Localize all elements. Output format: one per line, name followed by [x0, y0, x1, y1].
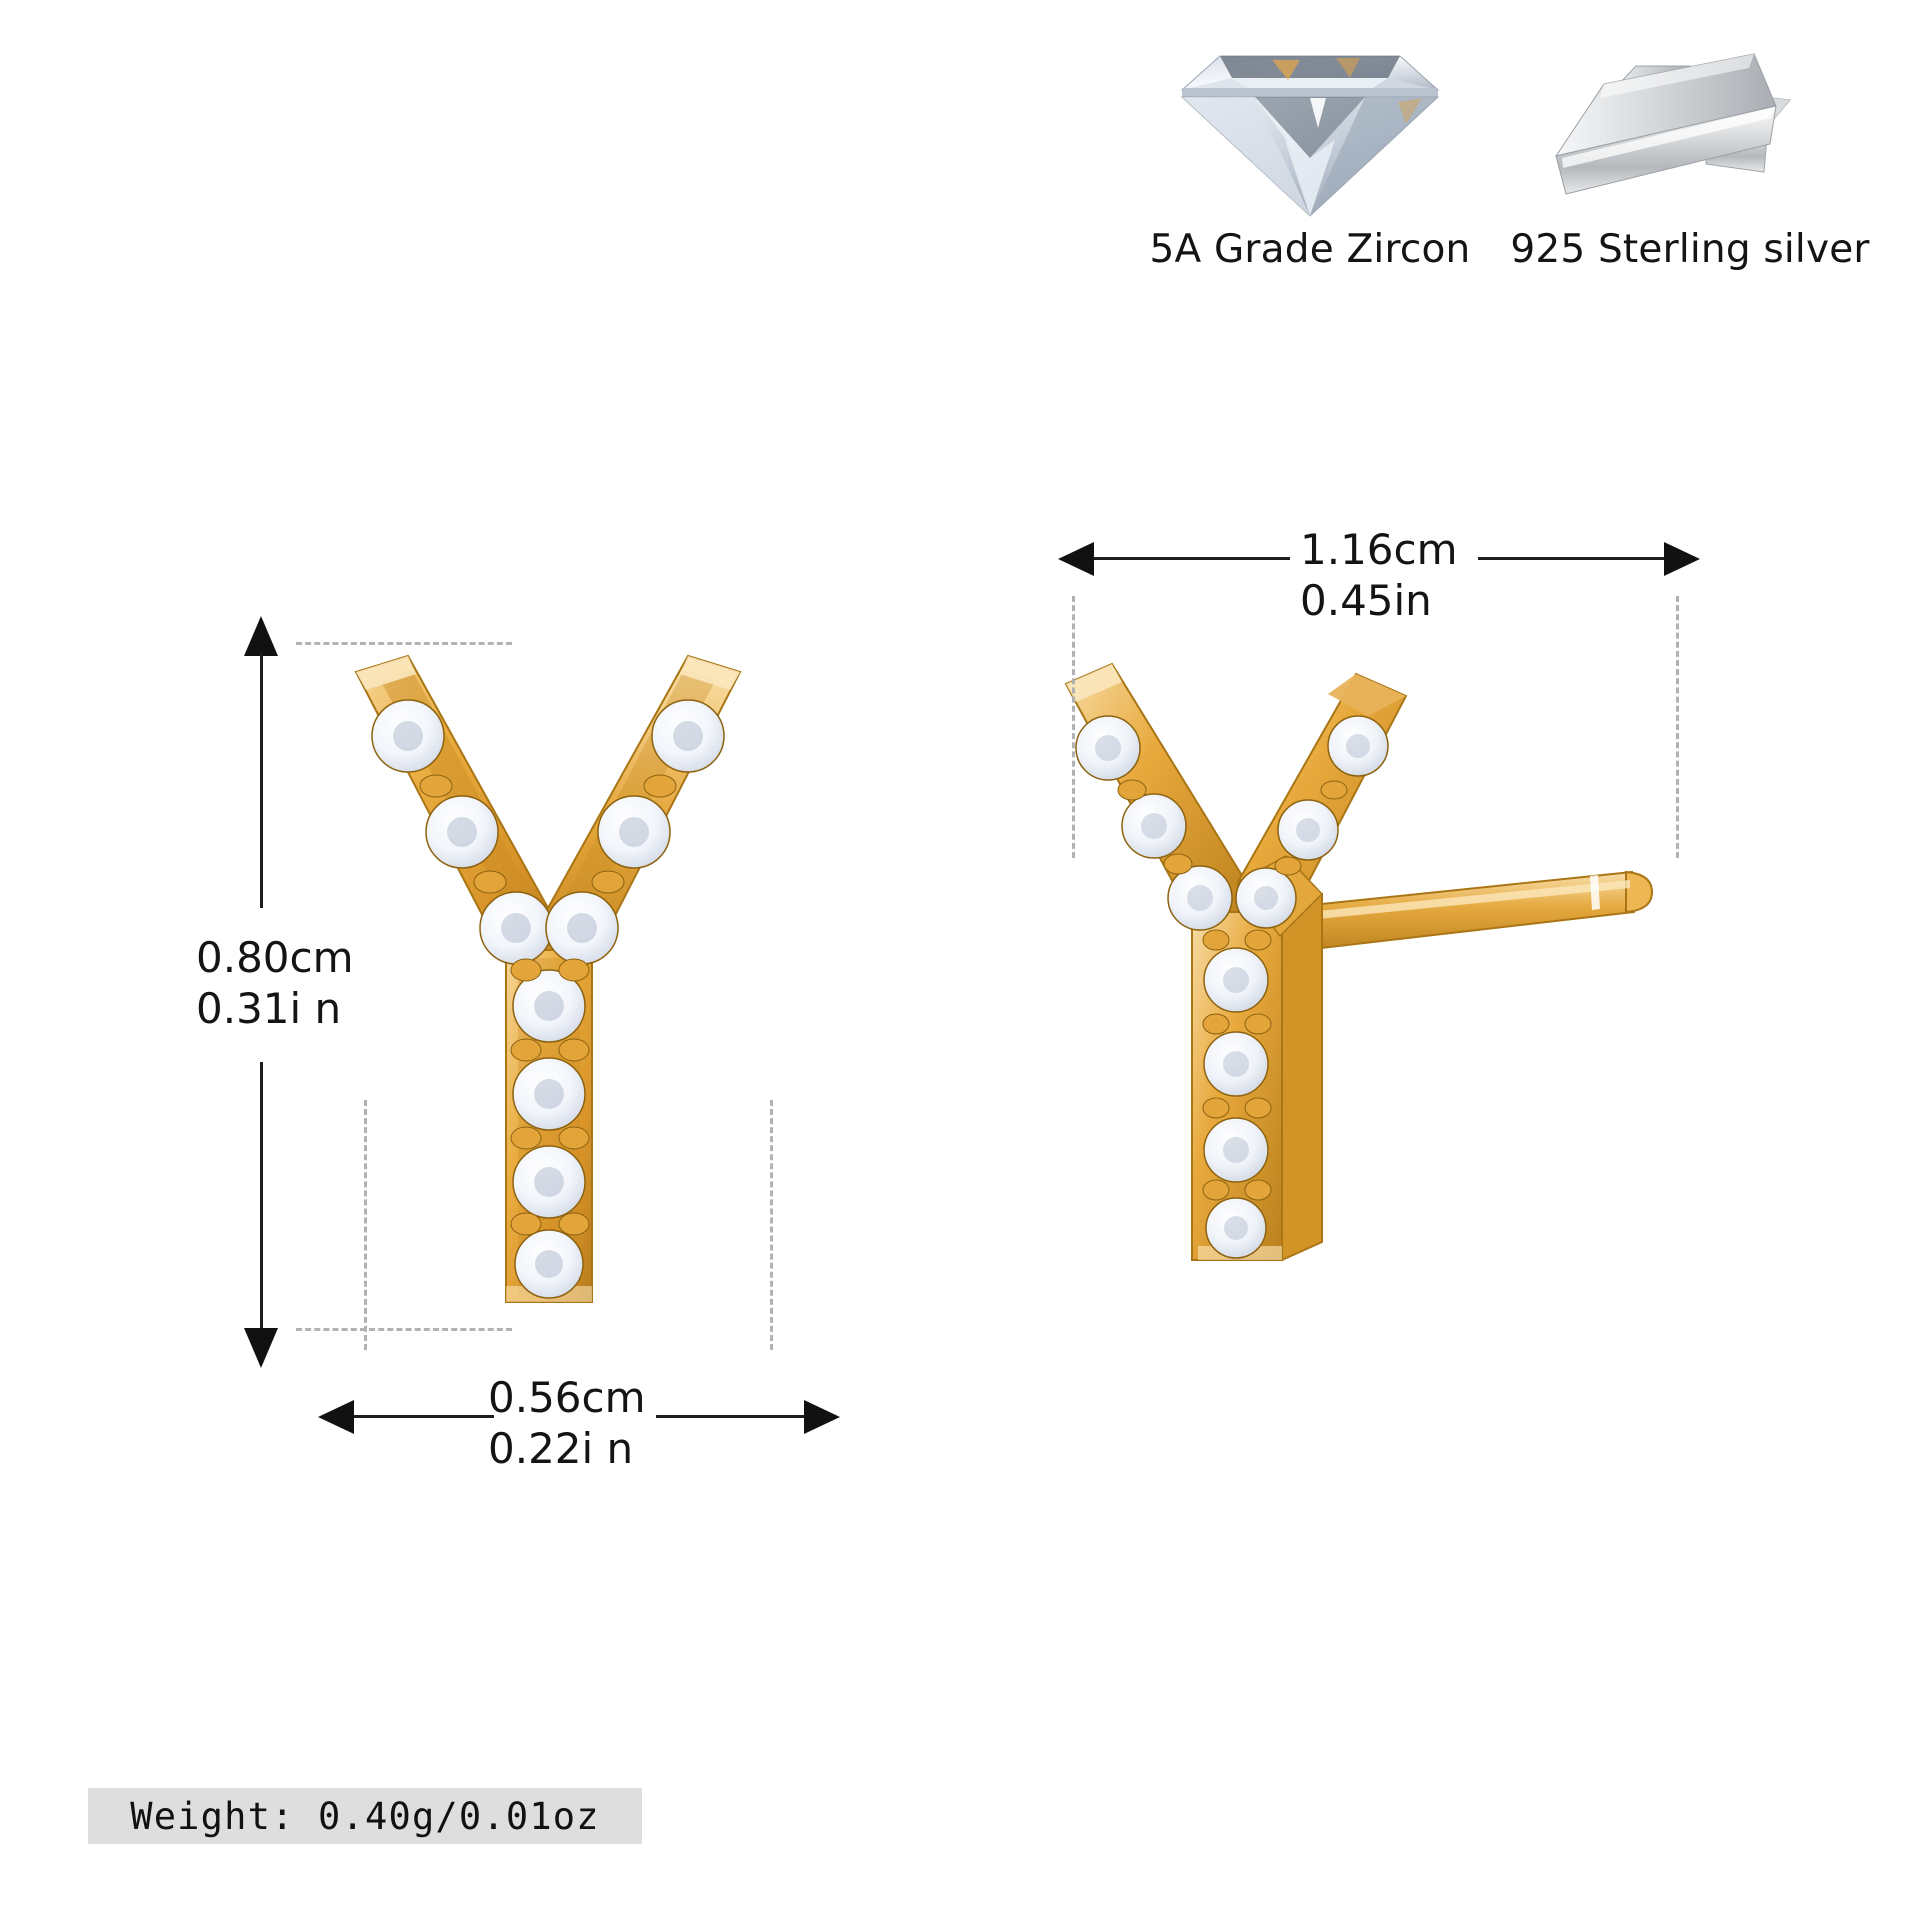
dimension-label-depth: 1.16cm 0.45in	[1300, 524, 1580, 626]
material-badges: 5A Grade Zircon	[1120, 18, 1900, 272]
dimension-width-cm: 0.56cm	[488, 1373, 646, 1422]
guide-line-width-right	[770, 1100, 773, 1350]
width-arrow-head-right	[804, 1400, 840, 1434]
width-arrow-head-left	[318, 1400, 354, 1434]
product-image-front-view	[320, 650, 780, 1330]
width-arrow-shaft-right	[656, 1415, 804, 1418]
material-label-silver: 925 Sterling silver	[1510, 227, 1870, 272]
dimension-depth-cm: 1.16cm	[1300, 525, 1458, 574]
silver-bars-icon	[1535, 18, 1845, 223]
material-badge-silver: 925 Sterling silver	[1500, 18, 1880, 272]
height-arrow-shaft-lower	[260, 1062, 263, 1330]
product-image-angle-view	[1050, 650, 1710, 1310]
material-badge-zircon: 5A Grade Zircon	[1120, 18, 1500, 272]
dimension-width-in: 0.22i n	[488, 1424, 634, 1474]
depth-arrow-head-left	[1058, 542, 1094, 576]
guide-line-bottom-left	[296, 1328, 512, 1331]
guide-line-width-left	[364, 1100, 367, 1350]
guide-line-top	[296, 642, 512, 645]
weight-label: Weight: 0.40g/0.01oz	[130, 1794, 600, 1838]
depth-arrow-shaft-right	[1478, 557, 1664, 560]
depth-arrow-head-right	[1664, 542, 1700, 576]
dimension-depth-in: 0.45in	[1300, 576, 1432, 626]
diamond-gem-icon	[1155, 18, 1465, 223]
dimension-label-height: 0.80cm 0.31i n	[196, 932, 456, 1034]
guide-line-depth-left	[1072, 596, 1075, 858]
material-label-zircon: 5A Grade Zircon	[1149, 227, 1471, 272]
height-arrow-head-top	[244, 616, 278, 656]
weight-badge: Weight: 0.40g/0.01oz	[88, 1788, 642, 1844]
height-arrow-shaft-upper	[260, 652, 263, 908]
dimension-height-in: 0.31i n	[196, 984, 342, 1034]
dimension-label-width: 0.56cm 0.22i n	[488, 1372, 748, 1474]
height-arrow-head-bottom	[244, 1328, 278, 1368]
dimension-height-cm: 0.80cm	[196, 933, 354, 982]
width-arrow-shaft-left	[354, 1415, 494, 1418]
depth-arrow-shaft-left	[1094, 557, 1290, 560]
guide-line-depth-right	[1676, 596, 1679, 858]
